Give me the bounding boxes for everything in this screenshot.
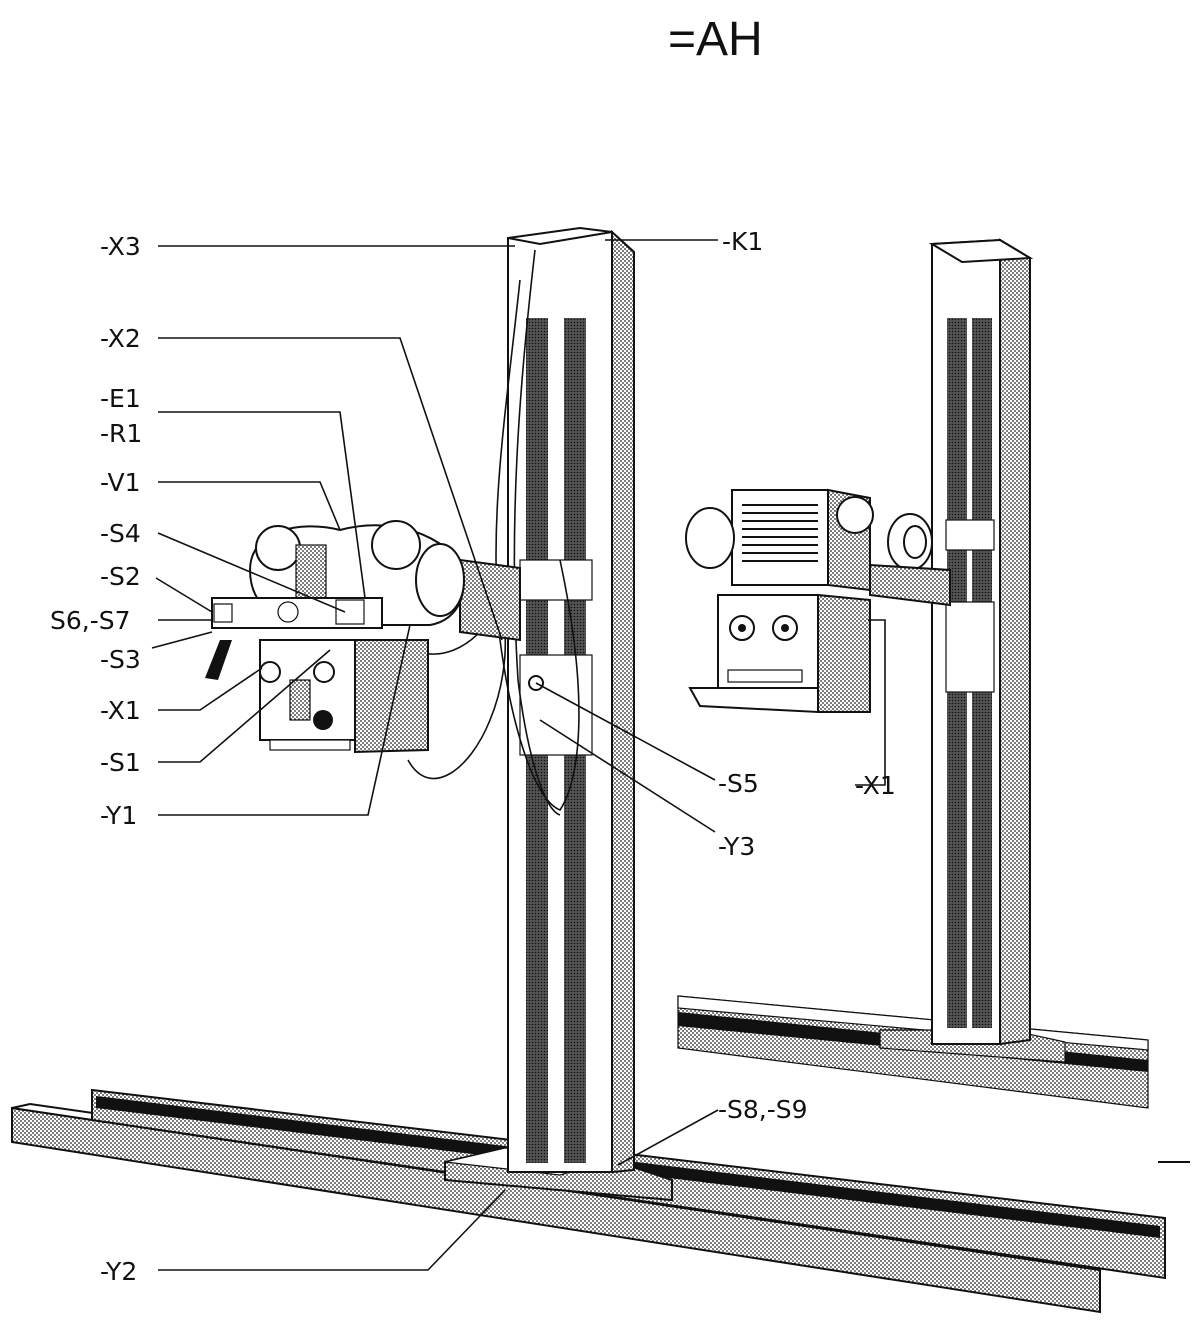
label-x1-left: -X1 xyxy=(100,696,141,725)
component-labels: -X3 -K1 -X2 -E1 -R1 -V1 -S4 -S2 S6,-S7 -… xyxy=(50,227,896,1286)
label-y3: -Y3 xyxy=(718,832,755,861)
label-x2: -X2 xyxy=(100,324,141,353)
inset-stand-view xyxy=(677,238,1149,1109)
label-v1: -V1 xyxy=(100,468,141,497)
label-y1: -Y1 xyxy=(100,801,137,830)
leader-lines xyxy=(151,239,886,1271)
label-r1: -R1 xyxy=(100,419,142,448)
label-s5: -S5 xyxy=(718,769,759,798)
diagram-title: =AH xyxy=(668,13,763,66)
main-stand xyxy=(11,226,1166,1314)
label-e1: -E1 xyxy=(100,384,141,413)
label-x3: -X3 xyxy=(100,232,141,261)
label-s6-s7: S6,-S7 xyxy=(50,606,131,635)
label-k1: -K1 xyxy=(722,227,763,256)
label-x1-right: -X1 xyxy=(855,771,896,800)
label-s4: -S4 xyxy=(100,519,141,548)
label-s2: -S2 xyxy=(100,562,141,591)
label-s3: -S3 xyxy=(100,645,141,674)
label-y2: -Y2 xyxy=(100,1257,137,1286)
label-s1: -S1 xyxy=(100,748,141,777)
label-s8-s9: -S8,-S9 xyxy=(718,1095,808,1124)
